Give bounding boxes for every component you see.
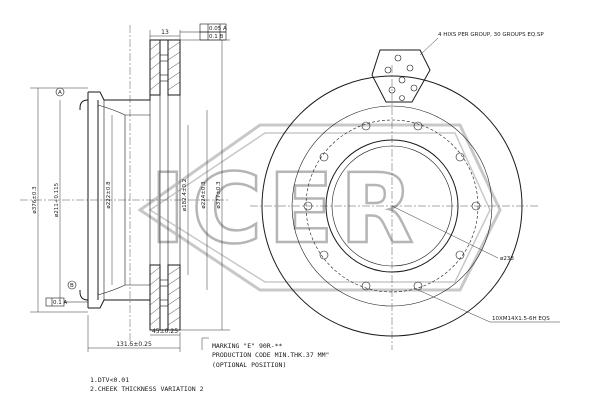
dim-overall-height: 131.5±0.25	[116, 341, 152, 348]
front-diameter-label: ø238	[500, 256, 514, 262]
dim-width-top: 13	[161, 29, 169, 36]
watermark-text: ICER	[150, 153, 420, 265]
datum-b-label: B	[70, 283, 74, 289]
marking-note: MARKING "E" 90R-** PRODUCTION CODE MIN.T…	[201, 337, 329, 369]
datum-a-label: A	[58, 90, 62, 96]
runout-frame: 0.1 A	[45, 297, 88, 307]
dim-thickness: 45±0.25	[152, 328, 178, 335]
dim-224: ø224±0.3	[201, 181, 207, 209]
dim-377: ø377±0.3	[216, 181, 222, 209]
bolt-pattern-label: 10XM14X1.5-6H EQS	[492, 316, 550, 322]
marking-line-3: (OPTIONAL POSITION)	[212, 361, 286, 369]
tolerance-frame-top: 0.05 A 0.1 B	[180, 23, 227, 41]
note-line-1: 1.DTV<0.01	[90, 376, 129, 384]
runout-frame-text: 0.1 A	[53, 300, 67, 306]
dim-182: ø182.4±0.2	[182, 179, 188, 211]
tolerance-frame-top-b: 0.1 B	[209, 34, 223, 40]
dim-inner-bore: ø211+0.115	[54, 182, 60, 217]
vent-detail	[371, 37, 439, 103]
dim-222: ø222±0.8	[106, 181, 112, 209]
bolt-note: 4 HIXS PER GROUP, 30 GROUPS EQ.SP	[438, 32, 544, 38]
watermark-logo: ICER	[137, 123, 502, 292]
bolt-holes	[303, 121, 481, 291]
tolerance-frame-top-a: 0.05 A	[209, 26, 227, 32]
dim-outer-diameter: ø376±0.3	[32, 186, 38, 214]
marking-line-1: MARKING "E" 90R-**	[212, 342, 283, 350]
note-line-2: 2.CHEEK THICKNESS VARIATION 2	[90, 385, 204, 393]
general-notes: 1.DTV<0.01 2.CHEEK THICKNESS VARIATION 2	[90, 376, 204, 393]
section-view: ø376±0.3 ø211+0.115 ø222±0.8 ø182.4±0.2 …	[20, 23, 230, 352]
front-view: 4 HIXS PER GROUP, 30 GROUPS EQ.SP ø238 1…	[250, 32, 560, 350]
marking-line-2: PRODUCTION CODE MIN.THK.37 MM"	[212, 351, 329, 359]
